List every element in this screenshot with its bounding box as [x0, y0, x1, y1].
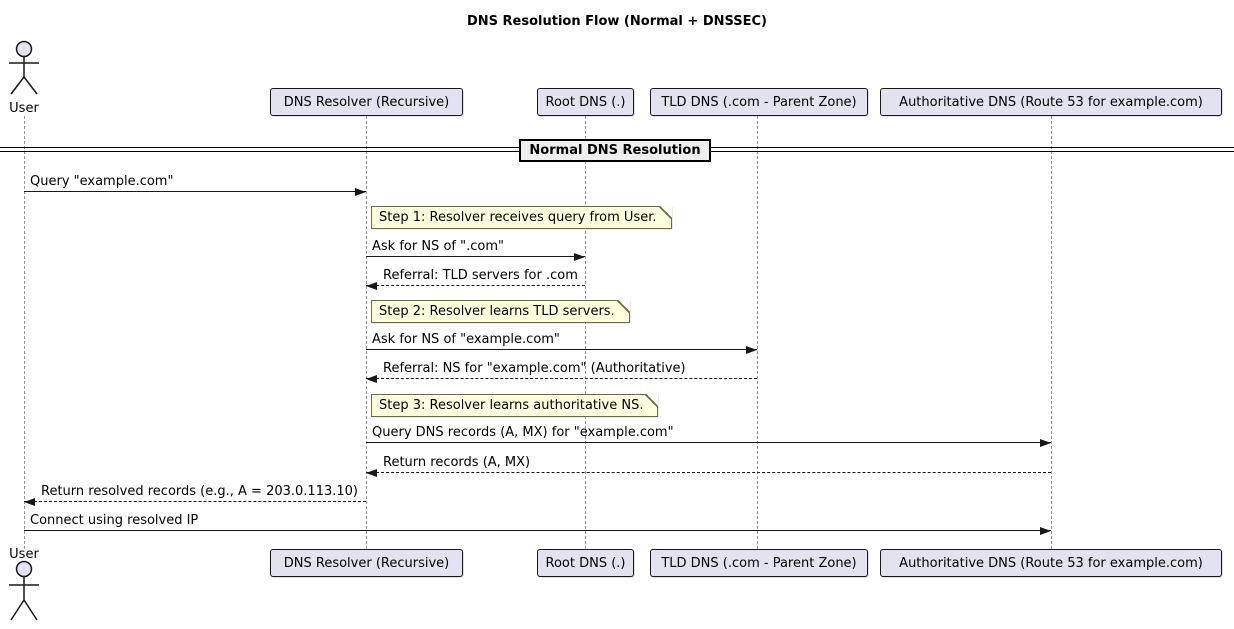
- diagram-title: DNS Resolution Flow (Normal + DNSSEC): [466, 14, 767, 29]
- arrowhead-icon: [574, 253, 585, 261]
- participant-bottom-root-dns: Root DNS (.): [537, 549, 634, 577]
- actor-label-bottom: User: [9, 547, 39, 562]
- message-query-example-com: Query "example.com": [24, 174, 366, 196]
- lifeline-authoritative-dns: [1051, 116, 1052, 549]
- participant-bottom-authoritative-dns: Authoritative DNS (Route 53 for example.…: [880, 549, 1222, 577]
- participant-bottom-dns-resolver: DNS Resolver (Recursive): [270, 549, 463, 577]
- arrowhead-icon: [24, 498, 35, 506]
- actor-figure-top: [6, 40, 42, 102]
- message-referral-tld-servers: Referral: TLD servers for .com: [366, 268, 585, 290]
- message-return-resolved-records: Return resolved records (e.g., A = 203.0…: [24, 484, 366, 506]
- arrowhead-icon: [355, 188, 366, 196]
- participant-top-root-dns: Root DNS (.): [537, 88, 634, 116]
- note-fold-icon: [658, 206, 672, 219]
- note-step-2: Step 2: Resolver learns TLD servers.: [371, 300, 630, 323]
- message-connect-resolved-ip: Connect using resolved IP: [24, 513, 1051, 535]
- message-query-dns-records: Query DNS records (A, MX) for "example.c…: [366, 425, 1051, 447]
- participant-bottom-tld-dns: TLD DNS (.com - Parent Zone): [650, 549, 868, 577]
- lifeline-root-dns: [585, 116, 586, 549]
- participant-top-dns-resolver: DNS Resolver (Recursive): [270, 88, 463, 116]
- arrowhead-icon: [746, 346, 757, 354]
- participant-top-tld-dns: TLD DNS (.com - Parent Zone): [650, 88, 868, 116]
- lifeline-user: [24, 116, 25, 549]
- lifeline-resolver: [366, 116, 367, 549]
- arrowhead-icon: [1040, 527, 1051, 535]
- divider-normal-dns-resolution: Normal DNS Resolution: [519, 139, 711, 162]
- arrowhead-icon: [366, 469, 377, 477]
- actor-figure-bottom: [6, 560, 42, 629]
- arrowhead-icon: [1040, 439, 1051, 447]
- message-ask-ns-com: Ask for NS of ".com": [366, 239, 585, 261]
- note-fold-icon: [616, 300, 630, 313]
- actor-label-top: User: [9, 101, 39, 116]
- note-step-3: Step 3: Resolver learns authoritative NS…: [371, 394, 659, 417]
- note-step-1: Step 1: Resolver receives query from Use…: [371, 206, 672, 229]
- participant-top-authoritative-dns: Authoritative DNS (Route 53 for example.…: [880, 88, 1222, 116]
- lifeline-tld-dns: [757, 116, 758, 549]
- arrowhead-icon: [366, 282, 377, 290]
- arrowhead-icon: [366, 375, 377, 383]
- message-referral-ns-example-com: Referral: NS for "example.com" (Authorit…: [366, 361, 757, 383]
- message-return-records: Return records (A, MX): [366, 455, 1051, 477]
- message-ask-ns-example-com: Ask for NS of "example.com": [366, 332, 757, 354]
- note-fold-icon: [645, 394, 659, 407]
